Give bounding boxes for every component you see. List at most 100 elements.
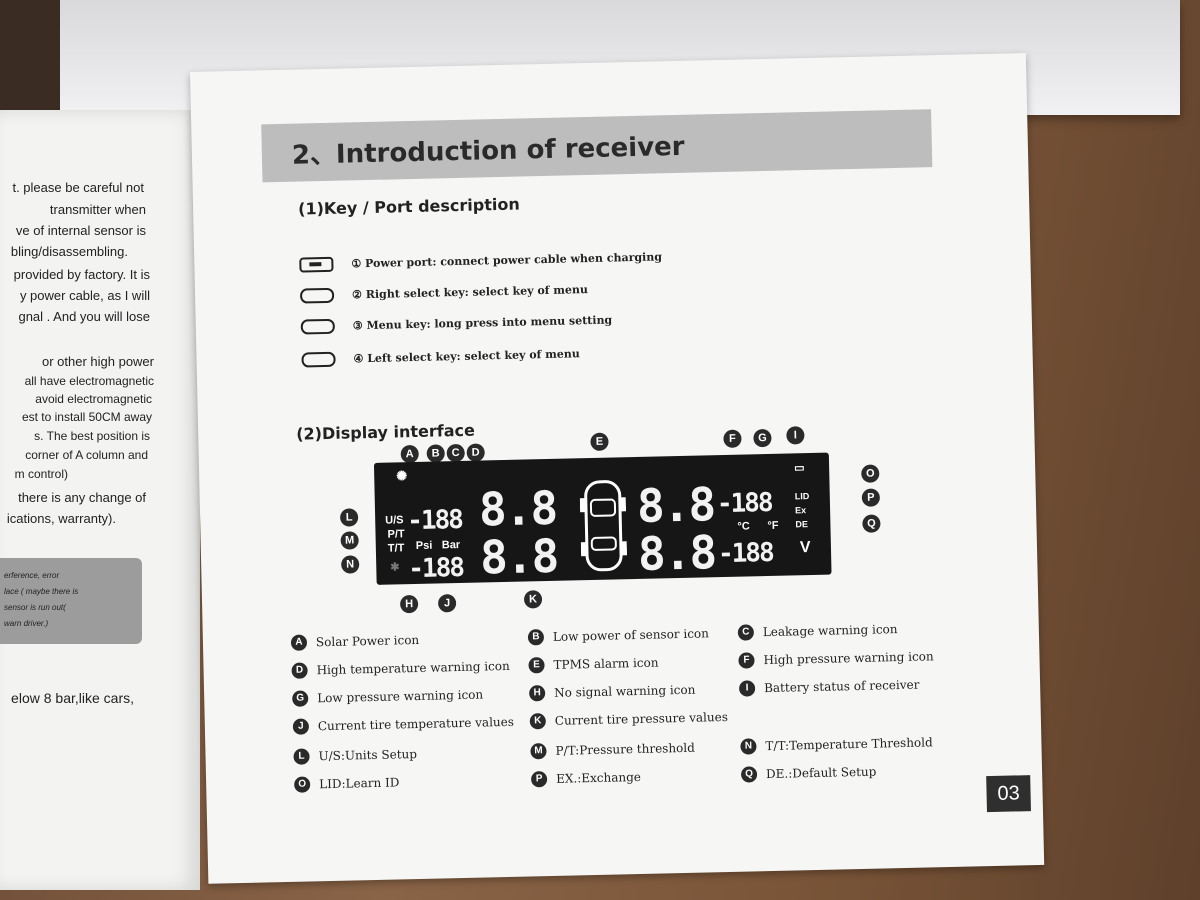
right-key-icon — [299, 287, 335, 304]
legend-letter: F — [738, 652, 755, 669]
lcd-lid-label: LID — [794, 491, 810, 502]
marker-o: O — [861, 464, 880, 483]
left-text-line: avoid electromagnetic — [35, 392, 152, 406]
key-description: ③ Menu key: long press into menu setting — [352, 312, 613, 332]
legend-text: P/T:Pressure threshold — [555, 740, 695, 758]
car-icon — [579, 480, 628, 572]
lcd-small-top-value: -188 — [406, 504, 463, 537]
legend-item-j: J Current tire temperature values — [292, 714, 515, 735]
legend-item-e: E TPMS alarm icon — [528, 655, 659, 674]
legend-letter: G — [292, 690, 309, 707]
key-description: ① Power port: connect power cable when c… — [351, 249, 663, 270]
lcd-de-label: DE — [795, 519, 809, 530]
marker-a: A — [400, 444, 419, 464]
legend-letter: I — [738, 680, 756, 697]
lcd-volt-label: V — [799, 539, 811, 557]
legend-item-n: N T/T:Temperature Threshold — [740, 734, 933, 755]
legend-letter: E — [528, 657, 545, 674]
key-row-menu: ③ Menu key: long press into menu setting — [300, 309, 613, 336]
legend-text: Leakage warning icon — [762, 622, 898, 640]
lcd-pt-label: P/T — [387, 528, 405, 541]
left-text-line: s. The best position is — [34, 429, 150, 443]
legend-item-l: L U/S:Units Setup — [293, 746, 417, 765]
lcd-right-bottom-value: -188 — [717, 537, 774, 570]
marker-p: P — [861, 488, 881, 507]
marker-f: F — [723, 429, 742, 448]
key-row-right: ② Right select key: select key of menu — [299, 279, 589, 306]
legend-item-k: K Current tire pressure values — [529, 709, 729, 730]
left-text-line: or other high power — [41, 354, 154, 369]
lcd-right-top-value: -188 — [716, 487, 772, 520]
left-text-line: provided by factory. It is — [13, 267, 150, 282]
legend-item-i: I Battery status of receiver — [738, 677, 920, 697]
legend-letter: H — [529, 685, 546, 702]
legend-item-p: P EX.:Exchange — [530, 769, 642, 788]
left-note-line: erference, error — [4, 571, 60, 580]
left-text-line: ications, warranty). — [6, 511, 116, 526]
display-heading: (2)Display interface — [296, 420, 476, 444]
legend-item-q: Q DE.:Default Setup — [740, 764, 877, 783]
legend-letter: P — [530, 771, 548, 788]
legend-text: Solar Power icon — [315, 632, 420, 650]
legend-text: TPMS alarm icon — [553, 655, 659, 672]
legend-letter: M — [530, 743, 547, 760]
marker-k: K — [523, 590, 543, 609]
legend-text: Current tire pressure values — [554, 709, 729, 728]
left-text-line: est to install 50CM away — [21, 410, 152, 424]
marker-m: M — [340, 531, 359, 550]
lcd-ex-label: Ex — [794, 505, 807, 516]
marker-c: C — [446, 443, 465, 463]
legend-text: EX.:Exchange — [555, 769, 642, 786]
legend-text: DE.:Default Setup — [765, 764, 877, 782]
left-note-box: erference, error lace ( maybe there is s… — [0, 558, 142, 644]
box-shadow — [0, 0, 60, 115]
legend-letter: J — [292, 718, 310, 735]
left-text-line: elow 8 bar,like cars, — [11, 690, 134, 706]
marker-q: Q — [862, 514, 881, 533]
legend-item-g: G Low pressure warning icon — [292, 687, 483, 707]
page-number: 03 — [986, 775, 1031, 813]
lcd-fahrenheit-label: °F — [767, 519, 779, 533]
left-text-line: m control) — [14, 467, 68, 481]
lcd-rear-left-value: 8.8 — [479, 528, 558, 585]
legend-text: No signal warning icon — [554, 682, 696, 700]
legend-text: Low power of sensor icon — [552, 626, 710, 644]
marker-d: D — [466, 443, 485, 462]
left-text-line: y power cable, as I will — [19, 288, 150, 303]
lcd-small-bottom-value: -188 — [407, 552, 464, 585]
left-text-line: bling/disassembling. — [10, 244, 128, 259]
legend-letter: D — [291, 662, 308, 679]
left-page: t. please be careful not transmitter whe… — [0, 110, 200, 890]
left-text-line: transmitter when — [49, 202, 146, 217]
lcd-display: ✺ U/S P/T T/T Psi Bar -188 -188 ✱ 8.8 8.… — [373, 452, 832, 585]
legend-item-h: H No signal warning icon — [529, 682, 696, 702]
solar-power-icon: ✺ — [396, 468, 408, 484]
legend-letter: L — [293, 748, 310, 765]
key-port-heading: (1)Key / Port description — [297, 194, 520, 219]
legend-letter: B — [527, 629, 545, 646]
legend-item-a: A Solar Power icon — [290, 632, 420, 651]
legend-text: LID:Learn ID — [319, 775, 400, 792]
lcd-psi-label: Psi — [415, 539, 433, 552]
legend-text: High pressure warning icon — [763, 649, 934, 668]
marker-i: I — [786, 426, 805, 445]
left-text-line: ve of internal sensor is — [15, 223, 146, 238]
key-description: ④ Left select key: select key of menu — [353, 346, 580, 365]
legend-letter: O — [294, 776, 311, 793]
legend-letter: Q — [740, 766, 758, 783]
marker-j: J — [437, 594, 457, 613]
left-text-line: corner of A column and — [25, 448, 148, 462]
legend-text: Current tire temperature values — [317, 714, 515, 734]
left-key-icon — [301, 351, 336, 368]
battery-icon: ▭ — [794, 462, 805, 475]
left-text-line: gnal . And you will lose — [18, 309, 150, 324]
lcd-us-label: U/S — [385, 514, 404, 527]
key-description: ② Right select key: select key of menu — [351, 282, 589, 301]
legend-item-d: D High temperature warning icon — [291, 658, 510, 679]
legend-letter: K — [529, 713, 546, 730]
legend-item-f: F High pressure warning icon — [738, 648, 934, 669]
key-row-power: ① Power port: connect power cable when c… — [299, 246, 662, 274]
left-note-line: sensor is run out( — [4, 603, 66, 612]
lcd-bar-label: Bar — [441, 538, 461, 552]
lcd-rear-right-value: 8.8 — [637, 525, 716, 581]
